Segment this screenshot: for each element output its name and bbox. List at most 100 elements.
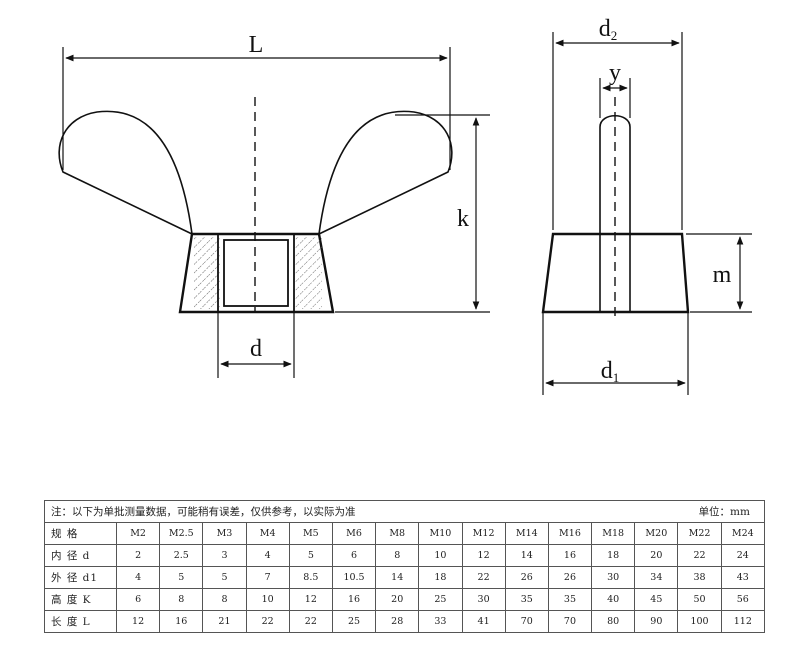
label-d: d: [250, 336, 262, 362]
left-hatch: [194, 237, 220, 309]
table-cell: 8.5: [288, 566, 333, 589]
row-label: 高 度 K: [44, 588, 117, 611]
table-cell: 28: [375, 610, 420, 633]
table-cell: 10.5: [331, 566, 377, 589]
table-cell: 34: [634, 566, 679, 589]
table-cell: 20: [634, 544, 679, 567]
table-cell: 80: [591, 610, 636, 633]
dim-d2: [552, 32, 683, 230]
dim-d1: [542, 312, 689, 395]
left-wing: [58, 110, 193, 236]
table-cell: 30: [461, 588, 506, 611]
table-cell: 35: [504, 588, 549, 611]
table-cell: M4: [245, 522, 290, 545]
right-wing: [318, 110, 453, 236]
table-cell: 24: [720, 544, 765, 567]
table-cell: 5: [159, 566, 204, 589]
table-cell: 12: [461, 544, 506, 567]
table-cell: 6: [115, 588, 161, 611]
row-label: 规 格: [44, 522, 117, 545]
table-cell: 40: [591, 588, 636, 611]
dim-m: [686, 233, 752, 313]
label-m: m: [713, 262, 732, 288]
table-cell: 112: [720, 610, 765, 633]
table-cell: 14: [375, 566, 420, 589]
table-unit: 单位：mm: [698, 506, 750, 518]
table-cell: M20: [634, 522, 679, 545]
table-cell: 45: [634, 588, 679, 611]
table-note-cell: 注：以下为单批测量数据，可能稍有误差，仅供参考，以实际为准 单位：mm: [44, 500, 765, 523]
table-cell: 38: [677, 566, 722, 589]
table-cell: M22: [677, 522, 722, 545]
table-cell: M24: [720, 522, 765, 545]
dim-k: [335, 114, 490, 313]
wing-nut-drawing: L k d d2 y: [58, 16, 752, 395]
table-cell: 8: [202, 588, 247, 611]
table-cell: 26: [504, 566, 549, 589]
table-cell: M3: [202, 522, 247, 545]
table-cell: 43: [720, 566, 765, 589]
table-cell: 8: [375, 544, 420, 567]
table-cell: 30: [591, 566, 636, 589]
table-cell: 18: [418, 566, 463, 589]
bore-inner: [223, 239, 289, 307]
table-cell: 22: [461, 566, 506, 589]
table-cell: 14: [504, 544, 549, 567]
dim-y: [599, 78, 631, 118]
table-cell: 3: [202, 544, 247, 567]
table-cell: 12: [288, 588, 333, 611]
table-cell: 20: [375, 588, 420, 611]
label-L: L: [249, 32, 264, 58]
table-cell: 16: [331, 588, 377, 611]
table-cell: 2.5: [159, 544, 204, 567]
table-note: 注：以下为单批测量数据，可能稍有误差，仅供参考，以实际为准: [51, 506, 356, 518]
table-cell: 21: [202, 610, 247, 633]
side-view: [541, 97, 690, 318]
bore-outer: [217, 233, 295, 313]
table-cell: 41: [461, 610, 506, 633]
row-label: 长 度 L: [44, 610, 117, 633]
table-cell: 10: [245, 588, 290, 611]
table-cell: 70: [547, 610, 593, 633]
table-cell: 18: [591, 544, 636, 567]
table-cell: M5: [288, 522, 333, 545]
dim-L: [62, 47, 451, 170]
table-cell: 10: [418, 544, 463, 567]
table-cell: 70: [504, 610, 549, 633]
label-d1: d1: [601, 358, 620, 385]
table-cell: 16: [547, 544, 593, 567]
label-d2: d2: [599, 16, 618, 43]
table-cell: 100: [677, 610, 722, 633]
table-cell: 6: [331, 544, 377, 567]
table-cell: 8: [159, 588, 204, 611]
table-cell: 56: [720, 588, 765, 611]
label-y: y: [609, 60, 621, 86]
table-cell: M10: [418, 522, 463, 545]
table-cell: 25: [331, 610, 377, 633]
label-k: k: [457, 206, 469, 232]
table-cell: 12: [115, 610, 161, 633]
table-cell: 2: [115, 544, 161, 567]
table-cell: M2: [115, 522, 161, 545]
table-cell: M8: [375, 522, 420, 545]
table-cell: 22: [677, 544, 722, 567]
table-cell: 22: [288, 610, 333, 633]
table-cell: M18: [591, 522, 636, 545]
row-label: 外 径 d1: [44, 566, 117, 589]
table-cell: 7: [245, 566, 290, 589]
table-cell: 4: [245, 544, 290, 567]
table-cell: M12: [461, 522, 506, 545]
dim-d: [217, 312, 295, 378]
front-view: [58, 97, 453, 314]
table-cell: 26: [547, 566, 593, 589]
table-cell: 33: [418, 610, 463, 633]
table-cell: 25: [418, 588, 463, 611]
table-cell: 4: [115, 566, 161, 589]
table-cell: 16: [159, 610, 204, 633]
